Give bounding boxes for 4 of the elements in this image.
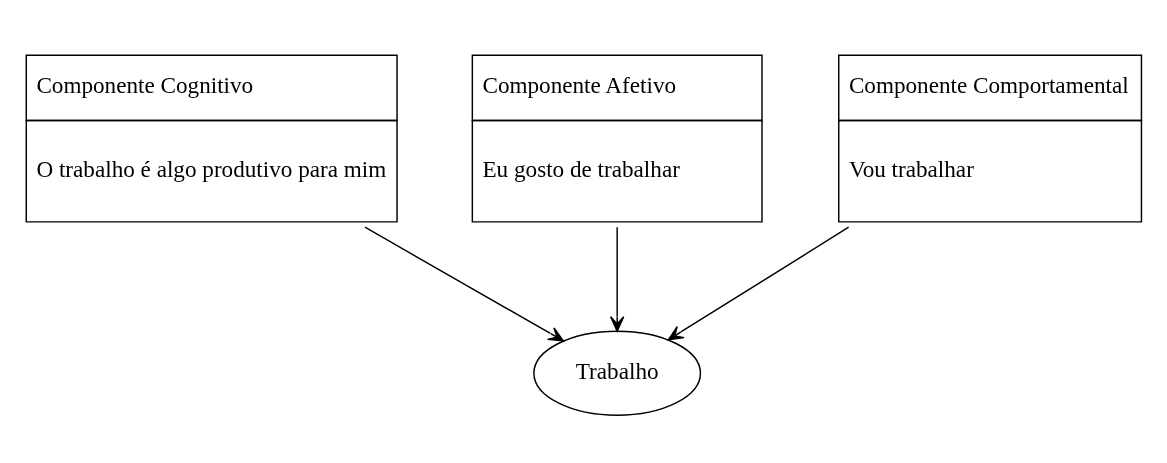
arrow [609, 225, 625, 332]
arrow [364, 225, 565, 342]
arrow [667, 225, 850, 340]
node-ellipse: Trabalho [533, 330, 702, 416]
